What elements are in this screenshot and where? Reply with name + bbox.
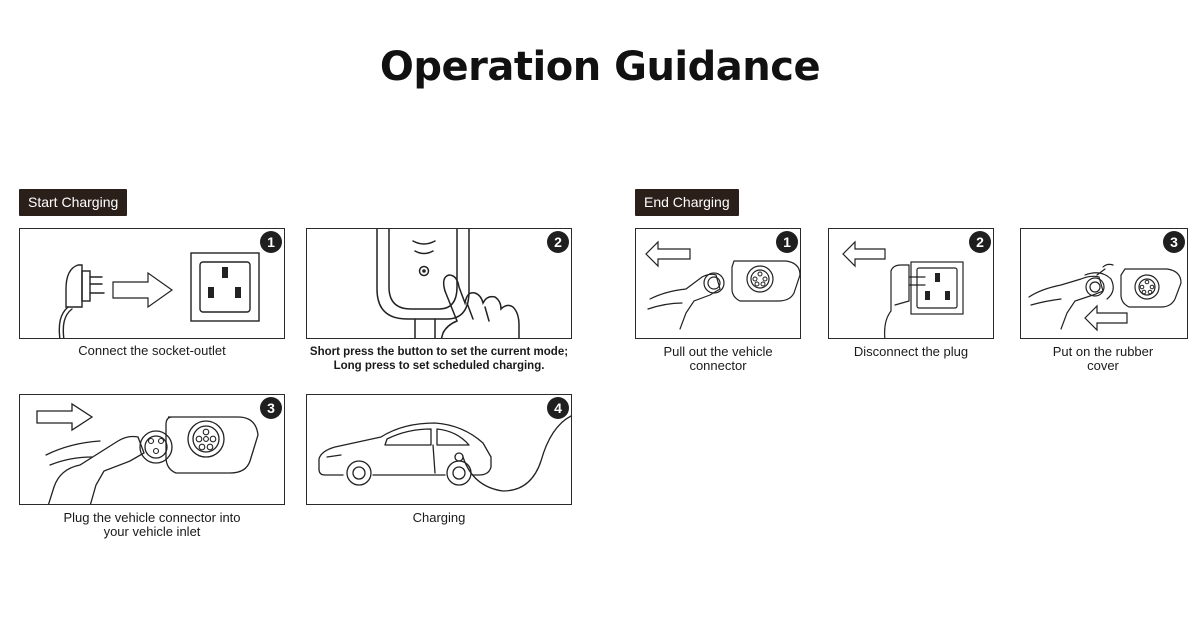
press-button-illustration <box>376 229 520 338</box>
plug-vehicle-connector-illustration <box>36 402 259 504</box>
start-step-1-caption: Connect the socket-outlet <box>78 343 226 358</box>
end-charging-label: End Charging <box>635 189 739 216</box>
end-step-2-caption: Disconnect the plug <box>853 344 969 359</box>
page-title: Operation Guidance <box>379 44 821 90</box>
step-number-badge: 2 <box>969 231 991 253</box>
car-charging-illustration <box>318 415 571 492</box>
disconnect-plug-illustration <box>842 240 964 338</box>
step-number-badge: 1 <box>260 231 282 253</box>
end-step-1-card: 1 <box>635 228 801 339</box>
end-step-3-caption: Put on the rubber cover <box>1052 344 1154 373</box>
start-charging-label: Start Charging <box>19 189 128 216</box>
start-step-1-card: 1 <box>19 228 285 339</box>
start-step-4-caption: Charging <box>412 510 466 525</box>
step-number-badge: 2 <box>547 231 569 253</box>
pull-out-connector-illustration <box>645 240 800 330</box>
start-step-3-card: 3 <box>19 394 285 505</box>
end-step-2-card: 2 <box>828 228 994 339</box>
start-step-2-caption: Short press the button to set the curren… <box>309 346 569 372</box>
plug-to-socket-illustration <box>58 252 260 338</box>
step-number-badge: 3 <box>260 397 282 419</box>
step-number-badge: 1 <box>776 231 798 253</box>
start-step-3-caption: Plug the vehicle connector into your veh… <box>63 510 241 539</box>
end-step-3-card: 3 <box>1020 228 1188 339</box>
end-step-1-caption: Pull out the vehicle connector <box>663 344 773 373</box>
step-number-badge: 3 <box>1163 231 1185 253</box>
start-step-4-card: 4 <box>306 394 572 505</box>
step-number-badge: 4 <box>547 397 569 419</box>
rubber-cover-illustration <box>1028 263 1182 332</box>
start-step-2-card: 2 <box>306 228 572 339</box>
